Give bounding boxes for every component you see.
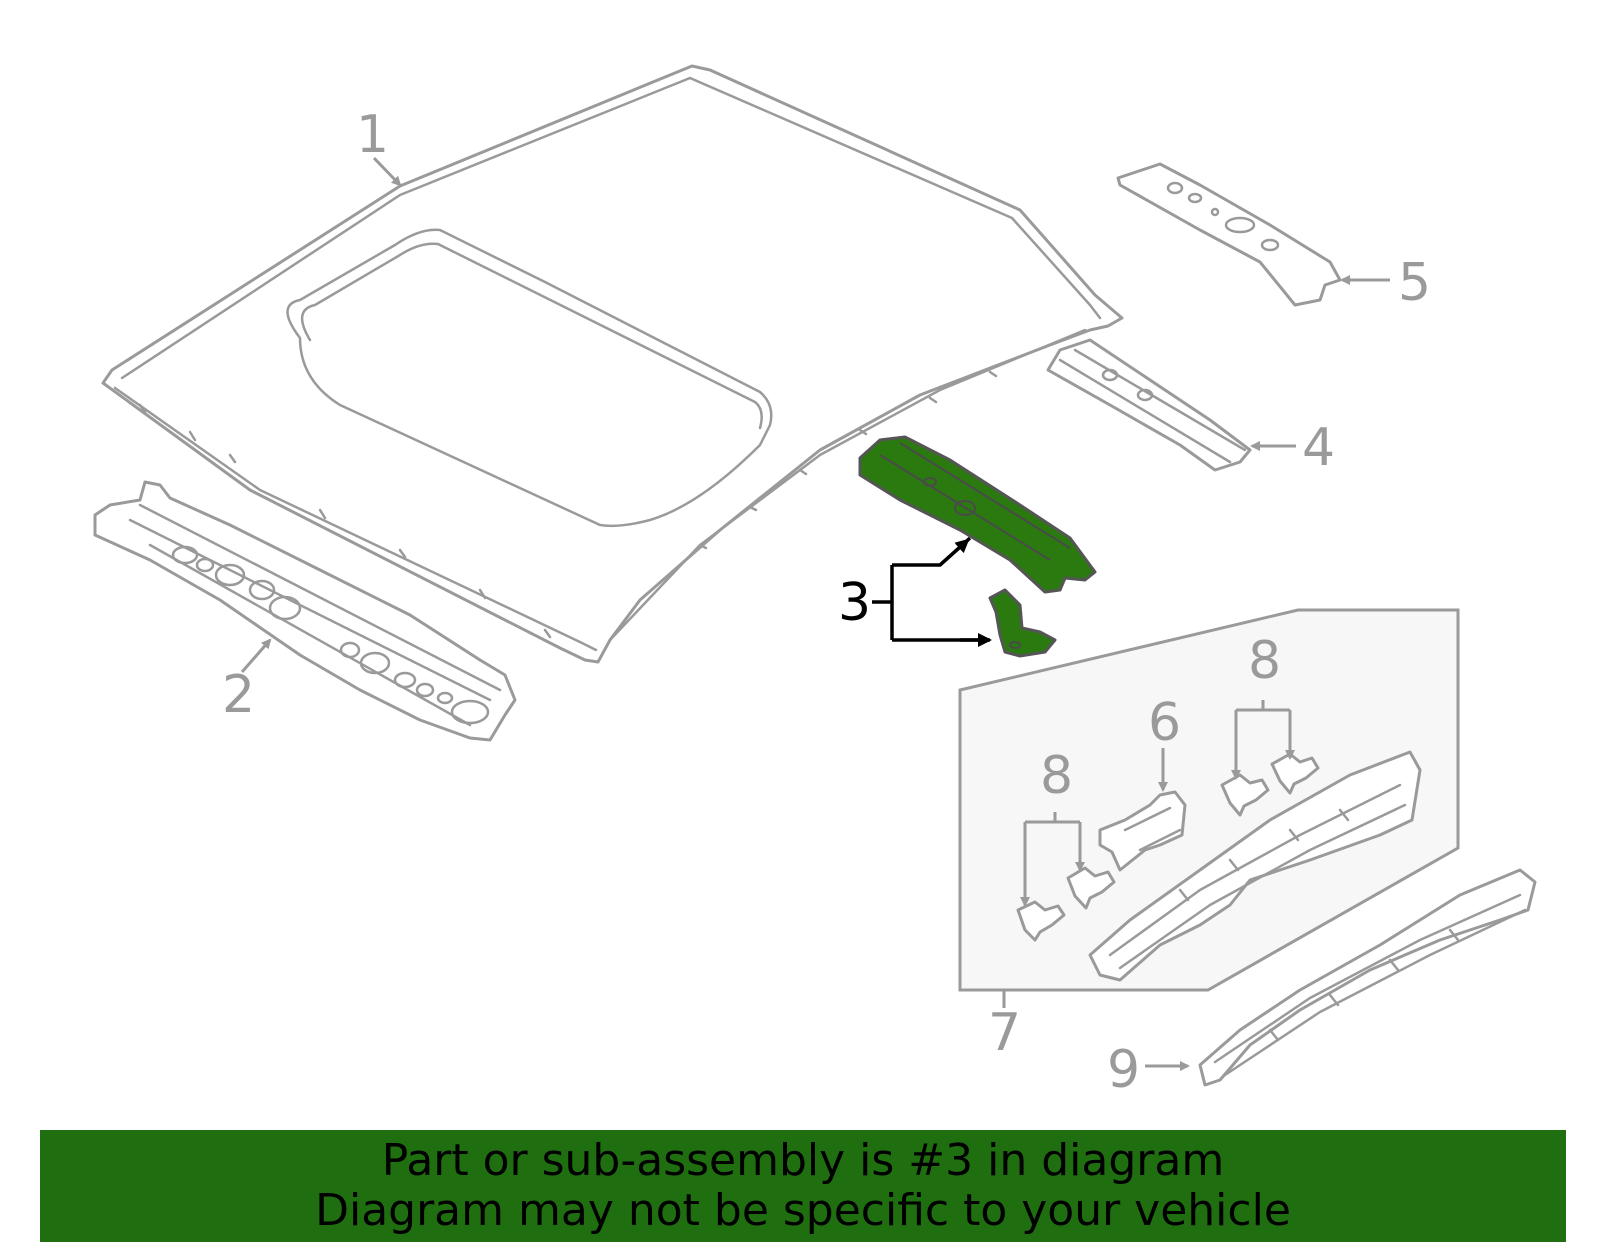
leader-1 xyxy=(372,156,402,187)
callout-6: 6 xyxy=(1148,693,1181,753)
part-8-clip-c[interactable] xyxy=(1220,773,1270,817)
banner-line-1: Part or sub-assembly is #3 in diagram xyxy=(381,1135,1225,1186)
part-4-rear-roof-rail[interactable] xyxy=(1046,338,1252,472)
part-2-front-roof-header[interactable] xyxy=(93,480,517,742)
part-9-outer-side-rail[interactable] xyxy=(1198,868,1537,1087)
callout-8-right: 8 xyxy=(1248,631,1281,691)
leader-3-arrow-bow xyxy=(938,538,970,567)
callout-9: 9 xyxy=(1107,1040,1140,1100)
part-7-roof-side-rail[interactable] xyxy=(1088,750,1422,982)
part-8-clip-a[interactable] xyxy=(1016,900,1066,942)
part-8-clip-b[interactable] xyxy=(1066,866,1116,910)
callout-3: 3 xyxy=(838,573,871,633)
callout-8-left: 8 xyxy=(1040,746,1073,806)
leader-3 xyxy=(872,536,985,642)
banner-line-2: Diagram may not be specific to your vehi… xyxy=(315,1185,1291,1236)
callout-1: 1 xyxy=(356,105,389,165)
part-1-roof-panel[interactable] xyxy=(101,64,1124,664)
leader-8-left xyxy=(1023,812,1082,900)
callout-5: 5 xyxy=(1398,253,1431,313)
leader-8-right xyxy=(1234,700,1292,760)
part-6-gusset[interactable] xyxy=(1098,790,1187,872)
part-5-rear-header[interactable] xyxy=(1116,162,1342,307)
part-3-bracket[interactable] xyxy=(988,588,1057,658)
part-8-clip-d[interactable] xyxy=(1270,752,1320,795)
info-banner: Part or sub-assembly is #3 in diagram Di… xyxy=(40,1130,1566,1242)
leader-2 xyxy=(240,638,272,673)
part-3-roof-bow[interactable] xyxy=(858,435,1097,594)
callout-7: 7 xyxy=(988,1003,1021,1063)
callout-4: 4 xyxy=(1302,418,1335,478)
callout-2: 2 xyxy=(222,665,255,725)
